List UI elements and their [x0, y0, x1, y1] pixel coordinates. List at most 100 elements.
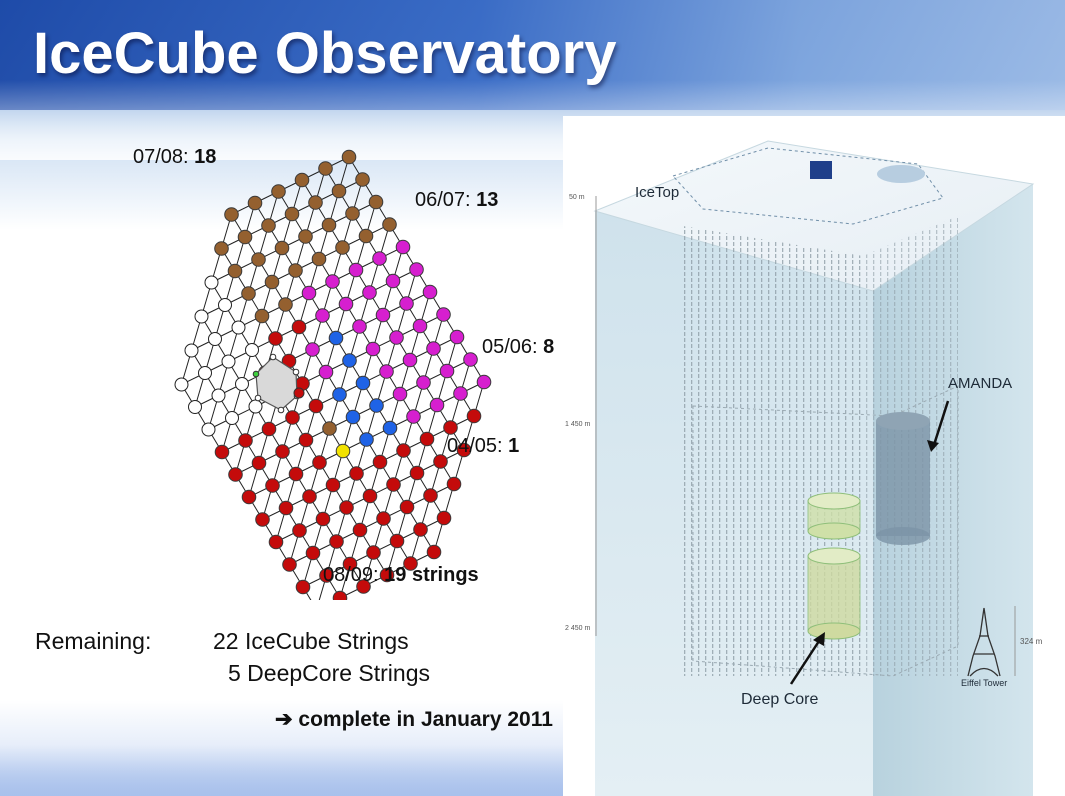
- string-node-season-08-09: [386, 477, 401, 492]
- season-label-05-06: 05/06: 8: [482, 336, 555, 358]
- string-node-season-05-06: [369, 398, 384, 413]
- string-node-season-08-09: [325, 477, 341, 493]
- string-node-remaining: [208, 332, 222, 346]
- string-node-season-08-09: [255, 512, 270, 527]
- height-label-324: 324 m: [1020, 637, 1043, 646]
- string-node-remaining: [194, 309, 209, 324]
- season-label-06-07: 06/07: 13: [415, 189, 499, 211]
- season-label-08-09: 08/09: 19 strings: [323, 564, 479, 586]
- string-layout-grid: [174, 149, 492, 600]
- string-node-season-08-09: [419, 431, 435, 447]
- depth-label-1450: 1 450 m: [565, 421, 590, 428]
- string-node-season-06-07: [305, 342, 320, 357]
- string-node-season-08-09: [413, 522, 428, 537]
- string-node-season-07-08: [227, 263, 243, 279]
- string-node-season-08-09: [214, 444, 230, 460]
- string-node-season-06-07: [385, 273, 401, 289]
- string-node-season-08-09: [399, 499, 415, 515]
- string-node-season-07-08: [288, 263, 303, 278]
- string-node-season-06-07: [325, 274, 340, 289]
- string-node-season-05-06: [359, 432, 374, 447]
- eiffel-tower-label: Eiffel Tower: [961, 678, 1007, 688]
- deep-core-arrow: [789, 637, 823, 685]
- string-node-season-06-07: [372, 251, 387, 266]
- season-label-04-05: 04/05: 1: [447, 435, 520, 457]
- string-node-season-08-09: [292, 523, 307, 538]
- string-node-season-05-06: [382, 420, 398, 436]
- string-node-remaining: [245, 343, 259, 357]
- string-node-season-08-09: [268, 534, 284, 550]
- string-node-season-06-07: [301, 285, 317, 301]
- string-node-remaining: [248, 399, 263, 414]
- string-node-remaining: [204, 275, 219, 290]
- string-node-season-07-08: [254, 308, 270, 324]
- string-node-season-06-07: [416, 375, 431, 390]
- string-node-season-08-09: [366, 545, 381, 560]
- string-node-season-08-09: [241, 489, 257, 505]
- string-node-season-06-07: [375, 307, 391, 323]
- string-node-season-06-07: [476, 374, 492, 390]
- string-node-season-08-09: [238, 433, 253, 448]
- string-node-season-06-07: [422, 284, 438, 300]
- string-node-remaining: [188, 400, 202, 414]
- string-node-season-08-09: [446, 476, 462, 492]
- string-node-season-08-09: [312, 455, 327, 470]
- string-node-season-07-08: [278, 297, 293, 312]
- string-node-season-08-09: [372, 454, 388, 470]
- string-node-season-07-08: [264, 274, 280, 290]
- string-node-season-06-07: [318, 364, 334, 380]
- string-node-season-08-09: [396, 443, 411, 458]
- string-node-season-07-08: [341, 149, 357, 165]
- string-node-season-05-06: [332, 387, 347, 402]
- string-node-season-08-09: [298, 432, 314, 448]
- string-node-season-08-09: [332, 590, 348, 600]
- string-node-season-08-09: [339, 500, 354, 515]
- string-node-season-08-09: [403, 556, 418, 571]
- string-node-remaining: [184, 343, 199, 358]
- string-node-season-06-07: [352, 319, 367, 334]
- string-node-remaining: [231, 320, 246, 335]
- string-node-season-05-06: [342, 353, 357, 368]
- string-node-remaining: [211, 388, 226, 403]
- string-node-season-06-07: [463, 352, 478, 367]
- string-node-season-06-07: [315, 308, 330, 323]
- string-node-season-06-07: [402, 352, 418, 368]
- string-node-season-08-09: [319, 568, 334, 583]
- string-node-season-06-07: [429, 397, 445, 413]
- string-node-season-08-09: [261, 421, 277, 437]
- deep-core-cylinders: [807, 492, 861, 640]
- string-node-season-07-08: [318, 161, 333, 176]
- amanda-cylinder: [876, 412, 930, 545]
- string-node-season-08-09: [288, 466, 304, 482]
- string-node-season-08-09: [423, 488, 438, 503]
- string-node-season-06-07: [365, 341, 381, 357]
- string-node-remaining: [235, 377, 249, 391]
- page-title: IceCube Observatory: [33, 21, 617, 86]
- remaining-deepcore: 5 DeepCore Strings: [228, 660, 430, 686]
- string-node-season-07-08: [358, 228, 374, 244]
- string-node-remaining: [218, 298, 232, 312]
- string-node-season-08-09: [352, 522, 368, 538]
- string-node-season-08-09: [379, 567, 395, 583]
- string-node-season-06-07: [426, 341, 441, 356]
- detector-illustration: IceTop AMANDA Deep Core Eiffel Tower 50 …: [563, 116, 1065, 796]
- remaining-label: Remaining:: [35, 628, 152, 654]
- string-node-season-08-09: [436, 510, 452, 526]
- string-node-season-07-08: [322, 421, 337, 436]
- icetop-label: IceTop: [635, 184, 679, 201]
- string-node-season-06-07: [399, 296, 414, 311]
- string-node-season-06-07: [436, 307, 451, 322]
- string-node-season-08-09: [376, 511, 391, 526]
- string-node-season-06-07: [453, 386, 468, 401]
- depth-label-2450: 2 450 m: [565, 625, 590, 632]
- string-node-season-07-08: [247, 195, 263, 211]
- string-node-season-05-06: [345, 409, 361, 425]
- string-node-season-07-08: [382, 217, 397, 232]
- string-node-season-05-06: [355, 375, 371, 391]
- string-node-season-08-09: [466, 408, 482, 424]
- string-node-season-07-08: [271, 184, 286, 199]
- string-node-season-08-09: [308, 398, 324, 414]
- string-node-season-07-08: [368, 194, 384, 210]
- amanda-arrow: [931, 400, 950, 449]
- string-node-season-08-09: [278, 500, 294, 516]
